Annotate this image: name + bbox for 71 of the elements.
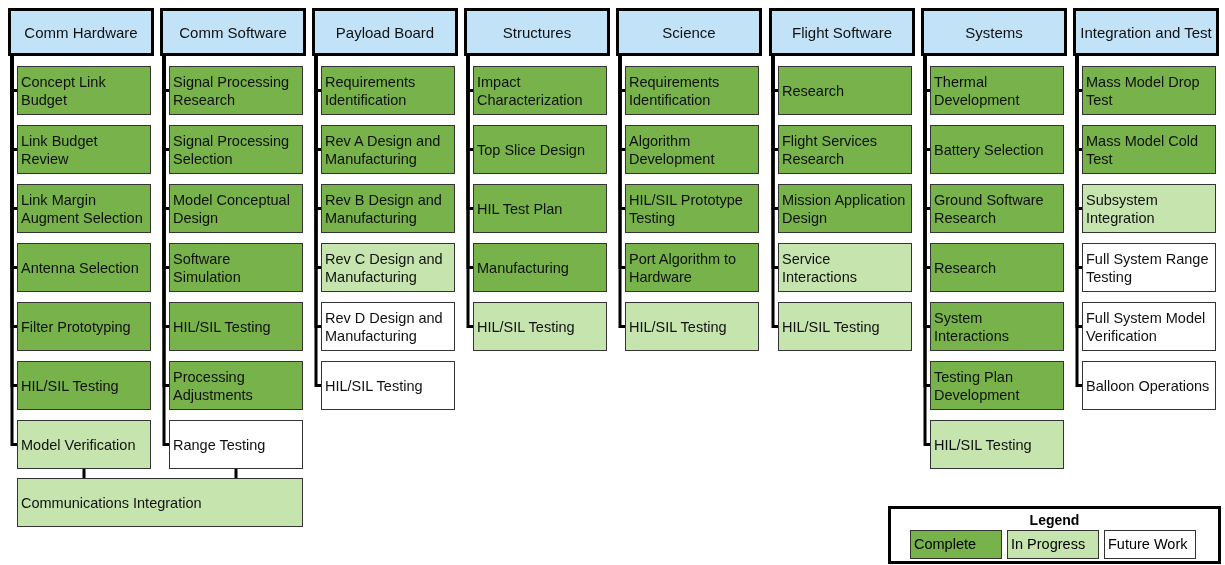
task-box: Top Slice Design: [473, 125, 607, 174]
task-box: Subsystem Integration: [1082, 184, 1216, 233]
legend-title: Legend: [1028, 512, 1081, 528]
task-box: Balloon Operations: [1082, 361, 1216, 410]
task-box: Flight Services Research: [778, 125, 912, 174]
category-header: Science: [616, 8, 762, 56]
category-header: Comm Software: [160, 8, 306, 56]
task-box: Filter Prototyping: [17, 302, 151, 351]
task-box: Rev D Design and Manufacturing: [321, 302, 455, 351]
task-box: Concept Link Budget: [17, 66, 151, 115]
task-box: Mission Application Design: [778, 184, 912, 233]
task-box: Signal Processing Research: [169, 66, 303, 115]
task-box: Research: [930, 243, 1064, 292]
task-box: Thermal Development: [930, 66, 1064, 115]
tree-connector: [618, 56, 625, 328]
task-box: Full System Model Verification: [1082, 302, 1216, 351]
task-box: Battery Selection: [930, 125, 1064, 174]
tree-connector: [923, 56, 930, 446]
task-box: Antenna Selection: [17, 243, 151, 292]
category-header: Payload Board: [312, 8, 458, 56]
task-box: Link Margin Augment Selection: [17, 184, 151, 233]
tree-connector: [1075, 56, 1082, 387]
category-header: Flight Software: [769, 8, 915, 56]
category-header: Integration and Test: [1073, 8, 1219, 56]
task-box: Algorithm Development: [625, 125, 759, 174]
task-box: HIL/SIL Testing: [625, 302, 759, 351]
category-header: Structures: [464, 8, 610, 56]
task-box: Service Interactions: [778, 243, 912, 292]
task-box: Signal Processing Selection: [169, 125, 303, 174]
task-box: Processing Adjustments: [169, 361, 303, 410]
task-box: Rev B Design and Manufacturing: [321, 184, 455, 233]
task-box: Mass Model Drop Test: [1082, 66, 1216, 115]
legend-swatch: Complete: [910, 530, 1002, 559]
task-box: HIL Test Plan: [473, 184, 607, 233]
legend-swatch: In Progress: [1007, 530, 1099, 559]
tree-connector: [466, 56, 473, 328]
task-box: Rev A Design and Manufacturing: [321, 125, 455, 174]
tree-connector: [10, 56, 17, 446]
tree-connector: [82, 469, 86, 478]
task-box: System Interactions: [930, 302, 1064, 351]
task-box: Port Algorithm to Hardware: [625, 243, 759, 292]
task-box: HIL/SIL Testing: [473, 302, 607, 351]
task-box: Model Conceptual Design: [169, 184, 303, 233]
task-box: Link Budget Review: [17, 125, 151, 174]
tree-connector: [162, 56, 169, 446]
task-box: Model Verification: [17, 420, 151, 469]
tree-connector: [314, 56, 321, 387]
task-box: Full System Range Testing: [1082, 243, 1216, 292]
task-box: Manufacturing: [473, 243, 607, 292]
task-box: Testing Plan Development: [930, 361, 1064, 410]
task-box: Mass Model Cold Test: [1082, 125, 1216, 174]
task-box: Impact Characterization: [473, 66, 607, 115]
task-box: HIL/SIL Testing: [17, 361, 151, 410]
task-box: Range Testing: [169, 420, 303, 469]
task-box: HIL/SIL Testing: [169, 302, 303, 351]
task-box: Rev C Design and Manufacturing: [321, 243, 455, 292]
category-header: Comm Hardware: [8, 8, 154, 56]
category-header: Systems: [921, 8, 1067, 56]
task-box: Software Simulation: [169, 243, 303, 292]
tree-connector: [234, 469, 238, 478]
task-box: HIL/SIL Testing: [930, 420, 1064, 469]
tree-connector: [771, 56, 778, 328]
task-box: HIL/SIL Prototype Testing: [625, 184, 759, 233]
task-box: Research: [778, 66, 912, 115]
task-box: Requirements Identification: [625, 66, 759, 115]
task-box: Ground Software Research: [930, 184, 1064, 233]
task-box: Communications Integration: [17, 478, 303, 527]
task-box: HIL/SIL Testing: [321, 361, 455, 410]
task-box: Requirements Identification: [321, 66, 455, 115]
task-box: HIL/SIL Testing: [778, 302, 912, 351]
legend-swatch: Future Work: [1104, 530, 1196, 559]
